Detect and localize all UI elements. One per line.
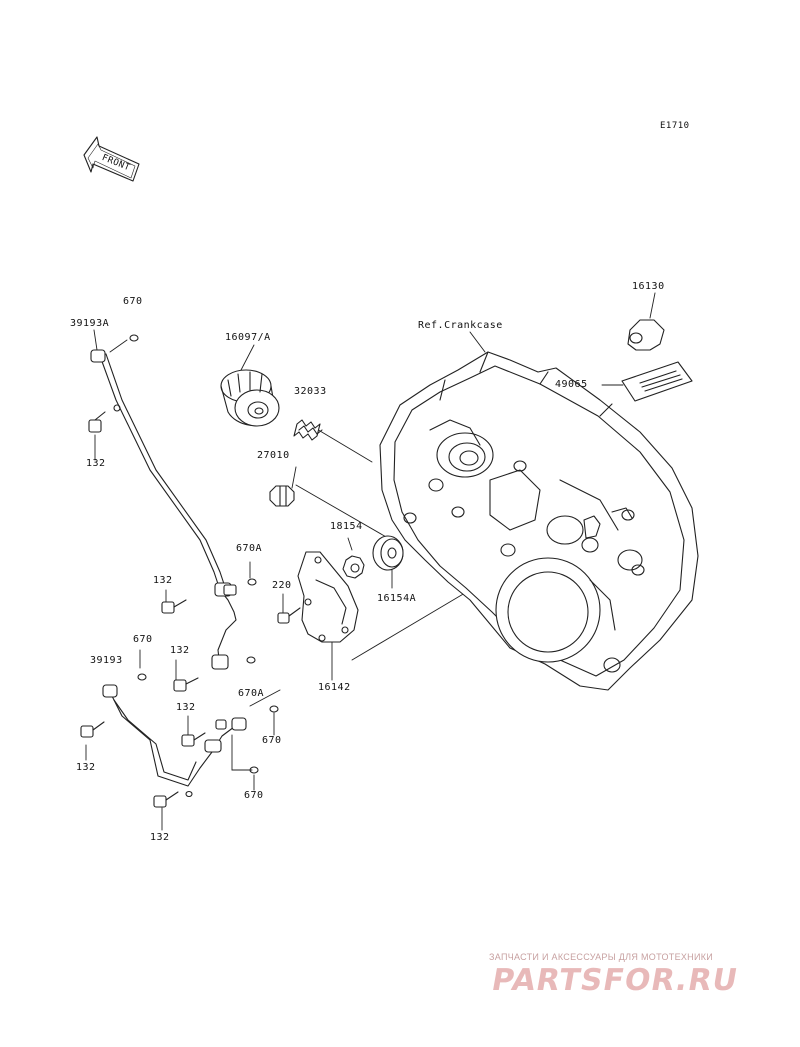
sensor-16130-icon (627, 319, 665, 351)
part-label: 132 (153, 575, 173, 586)
part-label: 16154A (377, 593, 417, 604)
rotor-18154-icon (342, 555, 365, 579)
pump-cover-16142-icon (297, 551, 359, 643)
pump-16154A-icon (372, 535, 404, 571)
part-label: 132 (76, 762, 96, 773)
part-label: 16142 (318, 682, 351, 693)
part-label: 670 (133, 634, 153, 645)
part-label: 670 (244, 790, 264, 801)
part-label: 32033 (294, 386, 327, 397)
part-label: 670 (262, 735, 282, 746)
part-label: 670A (236, 543, 263, 554)
part-label: 39193 (90, 655, 123, 666)
part-label: 220 (272, 580, 292, 591)
oil-filter-icon (220, 369, 280, 427)
watermark-logo: PARTSFOR.RU (488, 963, 741, 998)
part-label: 132 (150, 832, 170, 843)
front-arrow-icon (83, 136, 140, 182)
washer-670-icon (129, 334, 279, 798)
watermark-tagline: ЗАПЧАСТИ И АКСЕССУАРЫ ДЛЯ МОТОТЕХНИКИ (489, 952, 714, 962)
part-label: 27010 (257, 450, 290, 461)
bolt-132-icon (80, 411, 301, 808)
part-label: 39193A (70, 318, 110, 329)
fitting-27010-icon (269, 485, 295, 507)
part-label: 132 (86, 458, 106, 469)
part-label: 670 (123, 296, 143, 307)
part-label: 18154 (330, 521, 363, 532)
crankcase-icon (379, 351, 699, 691)
warning-label-49065-icon (621, 361, 693, 402)
oil-pipe-upper (90, 349, 237, 670)
part-label: 16097/A (225, 332, 271, 343)
spring-icon (293, 419, 323, 441)
part-label: 132 (176, 702, 196, 713)
part-label: 670A (238, 688, 265, 699)
diagram-code: E1710 (660, 121, 690, 131)
part-label: 49065 (555, 379, 588, 390)
oil-pipe-lower (102, 684, 247, 787)
ref-crankcase-label: Ref.Crankcase (418, 320, 503, 331)
part-label: 16130 (632, 281, 665, 292)
part-label: 132 (170, 645, 190, 656)
